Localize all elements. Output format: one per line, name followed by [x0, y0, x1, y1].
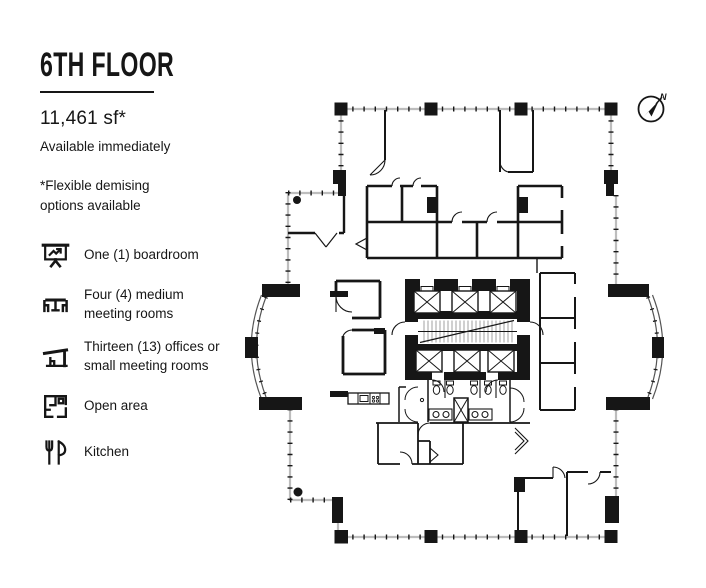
area-size: 11,461 sf*	[40, 108, 127, 129]
legend-item-open-area: Open area	[40, 391, 220, 422]
legend-label: Thirteen (13) offices or small meeting r…	[84, 339, 220, 373]
legend-item-boardroom: One (1) boardroom	[40, 240, 220, 271]
page-title: 6TH FLOOR	[40, 46, 175, 84]
right-office-stack	[536, 258, 576, 411]
floor-plan-svg: N	[245, 92, 667, 544]
kitchen-area	[347, 392, 390, 405]
toilet-fixtures	[432, 380, 507, 395]
office-desk-icon	[40, 342, 71, 373]
legend-label: Four (4) medium meeting rooms	[84, 287, 184, 321]
structural-columns	[245, 102, 664, 544]
presentation-board-icon	[40, 240, 71, 271]
window-mullion-ticks	[285, 106, 619, 540]
compass-north-label: N	[660, 92, 667, 102]
kitchen-utensils-icon	[40, 437, 71, 468]
left-middle-rooms	[334, 279, 387, 376]
top-rooms	[369, 110, 534, 176]
restrooms	[398, 379, 525, 423]
upper-left-room	[288, 196, 346, 248]
open-area-icon	[40, 391, 71, 422]
meeting-table-icon	[40, 289, 71, 320]
availability-text: Available immediately	[40, 139, 171, 154]
middle-office-cluster	[354, 177, 564, 260]
legend-item-medium-meeting-rooms: Four (4) medium meeting rooms	[40, 286, 220, 323]
elevator-bank-top	[413, 286, 517, 314]
legend-label: One (1) boardroom	[84, 247, 199, 263]
elevator-bank-bottom	[415, 349, 515, 373]
bottom-right-rooms	[517, 466, 611, 536]
bottom-center-rooms	[376, 422, 530, 465]
demising-note: *Flexible demising options available	[40, 178, 150, 213]
legend-label: Open area	[84, 397, 148, 413]
floor-plan: N	[238, 78, 706, 548]
legend-item-kitchen: Kitchen	[40, 437, 220, 468]
legend-item-offices: Thirteen (13) offices or small meeting r…	[40, 338, 220, 375]
legend-label: Kitchen	[84, 443, 130, 459]
north-compass: N	[637, 92, 667, 123]
title-underline	[40, 91, 154, 93]
info-panel: 6TH FLOOR 11,461 sf* Available immediate…	[40, 48, 220, 483]
sink-counters	[428, 408, 493, 421]
stairwell	[418, 319, 517, 344]
legend: One (1) boardroom Four (4) medium meetin…	[40, 240, 220, 468]
